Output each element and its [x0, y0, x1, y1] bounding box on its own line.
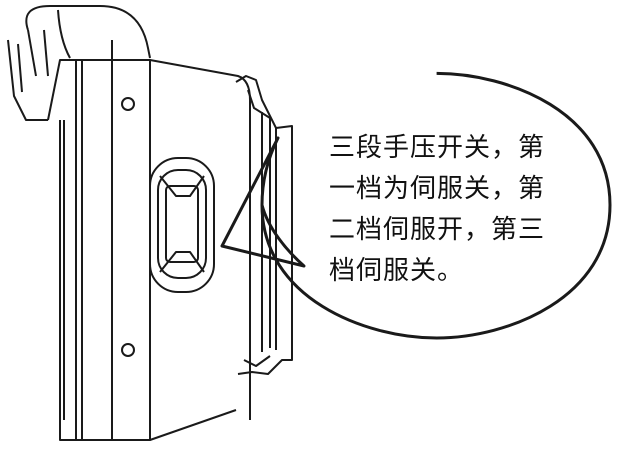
callout-line-2: 一档为伺服关，第: [329, 174, 546, 204]
callout-line-3: 二档伺服开，第三: [329, 215, 546, 245]
callout-text: 三段手压开关，第 一档为伺服关，第 二档伺服开，第三 档伺服关。: [329, 128, 569, 292]
pendant-grip: [7, 5, 151, 121]
callout-line-1: 三段手压开关，第: [329, 133, 546, 163]
enable-switch: [149, 157, 215, 293]
callout-line-4: 档伺服关。: [329, 256, 465, 286]
callout-bubble: [220, 71, 612, 340]
